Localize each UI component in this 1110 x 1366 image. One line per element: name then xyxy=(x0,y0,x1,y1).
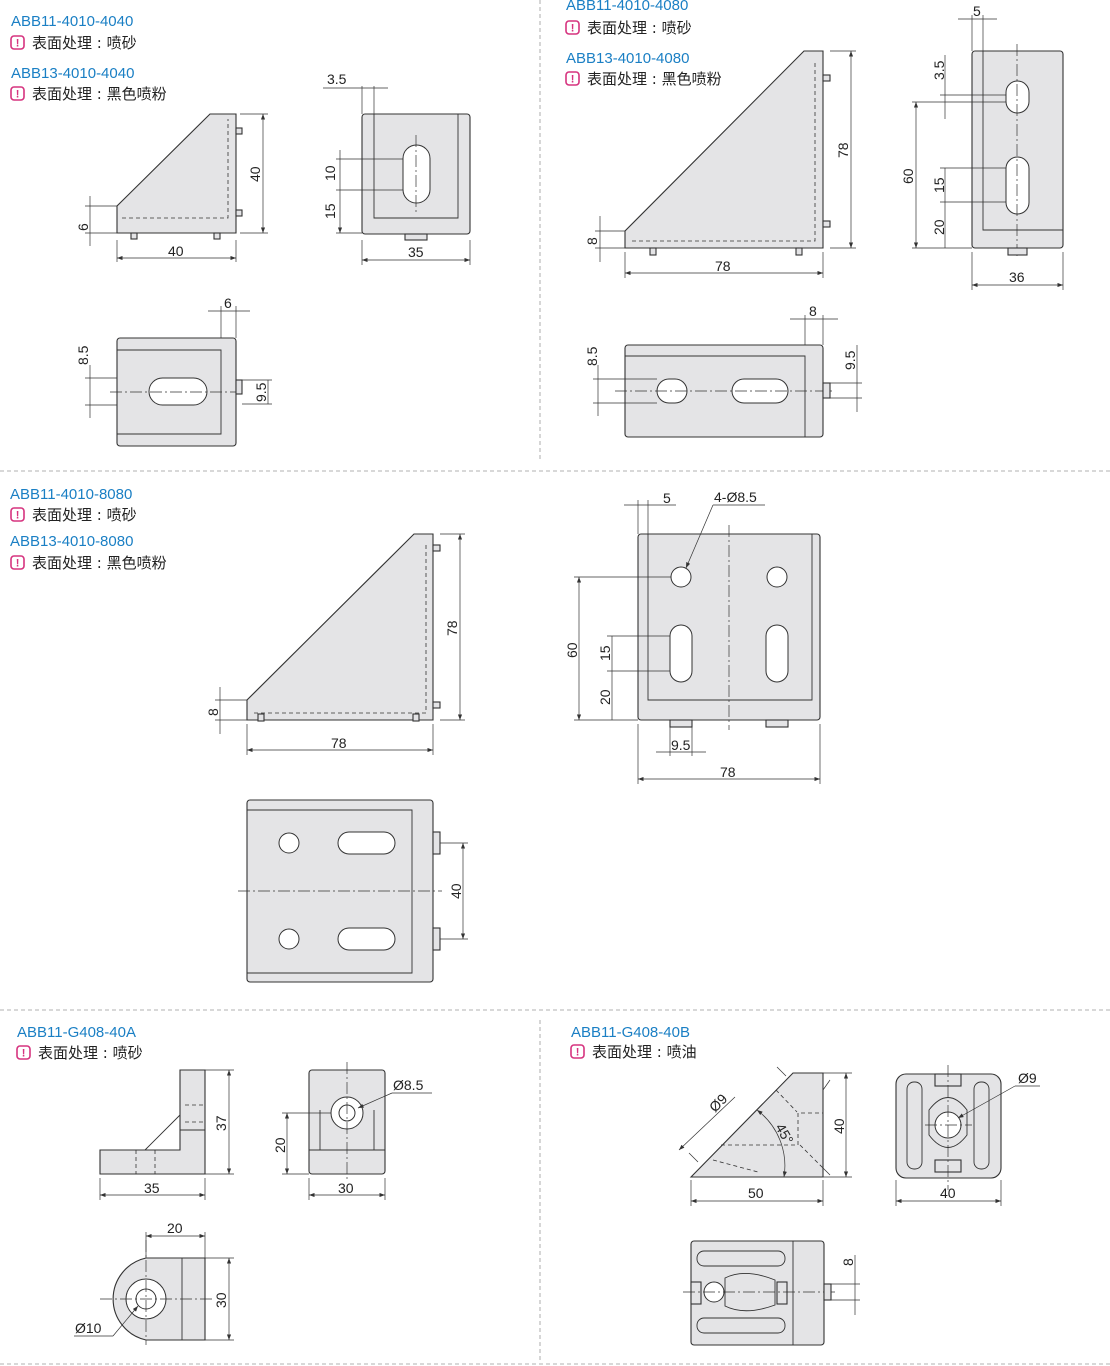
exclamation-icon xyxy=(10,555,25,571)
dim-label: Ø10 xyxy=(75,1320,102,1336)
dim-label: 20 xyxy=(597,689,613,705)
surface-finish: 表面处理 : 喷砂 xyxy=(38,1044,143,1062)
dim-label: 20 xyxy=(272,1137,288,1153)
dim-label: 40 xyxy=(247,166,263,182)
part-title: ABB11-4010-4040 xyxy=(11,13,133,30)
dim-label: 30 xyxy=(213,1292,229,1308)
round-hole xyxy=(670,566,692,588)
dim-label: 6 xyxy=(75,223,91,231)
slot-hole xyxy=(337,831,396,855)
panel-abb11-4010-8080: ABB11-4010-8080 表面处理 : 喷砂 ABB13-4010-808… xyxy=(10,486,821,983)
dim-label: 15 xyxy=(931,177,947,193)
dim-label: 3.5 xyxy=(931,60,947,80)
bracket-side-view xyxy=(99,1069,206,1175)
dim-label: 8.5 xyxy=(75,345,91,365)
dim-label: 40 xyxy=(448,883,464,899)
panel-abb11-4010-4040: ABB11-4010-4040 表面处理 : 喷砂 ABB13-4010-404… xyxy=(10,13,471,447)
dim-label: 35 xyxy=(408,244,424,260)
part-title: ABB13-4010-4040 xyxy=(11,65,134,82)
slot-hole xyxy=(1005,156,1030,215)
dim-label: 50 xyxy=(748,1185,764,1201)
dim-label: 8 xyxy=(584,237,600,245)
dim-label: 8.5 xyxy=(584,346,600,366)
dim-label: Ø9 xyxy=(1018,1070,1037,1086)
dim-label: 15 xyxy=(322,203,338,219)
part-title: ABB13-4010-8080 xyxy=(10,533,133,550)
bracket-side-view xyxy=(116,113,237,234)
dim-label: 60 xyxy=(900,168,916,184)
dim-label: 9.5 xyxy=(253,382,269,402)
dim-label: 78 xyxy=(835,142,851,158)
surface-finish: 表面处理 : 黑色喷粉 xyxy=(32,554,167,572)
dim-label: 3.5 xyxy=(327,71,347,87)
bracket-side-view xyxy=(246,533,434,721)
dim-label: Ø8.5 xyxy=(393,1077,424,1093)
part-title: ABB11-G408-40A xyxy=(17,1024,136,1041)
dim-label: 40 xyxy=(168,243,184,259)
dim-label: Ø9 xyxy=(706,1090,731,1115)
dim-label: 30 xyxy=(338,1180,354,1196)
slot-hole xyxy=(765,624,789,683)
dim-label: 20 xyxy=(931,219,947,235)
surface-finish: 表面处理 : 黑色喷粉 xyxy=(32,85,167,103)
dim-label: 78 xyxy=(331,735,347,751)
slot-hole xyxy=(337,927,396,951)
dim-label: 5 xyxy=(973,3,981,19)
part-title: ABB11-4010-4080 xyxy=(566,0,688,14)
dim-label: 35 xyxy=(144,1180,160,1196)
dim-label: 8 xyxy=(809,303,817,319)
dim-label: 8 xyxy=(205,708,221,716)
exclamation-icon xyxy=(10,86,25,102)
exclamation-icon xyxy=(570,1044,585,1060)
bracket-side-view xyxy=(624,50,824,249)
surface-finish: 表面处理 : 喷油 xyxy=(592,1043,697,1061)
part-title: ABB13-4010-4080 xyxy=(566,50,689,67)
dim-label: 40 xyxy=(940,1185,956,1201)
part-title: ABB11-G408-40B xyxy=(571,1024,690,1041)
exclamation-icon xyxy=(565,71,580,87)
surface-finish: 表面处理 : 喷砂 xyxy=(32,506,137,524)
dim-label: 15 xyxy=(597,645,613,661)
round-hole xyxy=(278,832,300,854)
dim-label: 9.5 xyxy=(842,350,858,370)
exclamation-icon xyxy=(10,507,25,523)
round-hole xyxy=(278,928,300,950)
bracket-side-view xyxy=(689,1072,824,1178)
dim-label: 4-Ø8.5 xyxy=(714,489,757,505)
surface-finish: 表面处理 : 喷砂 xyxy=(587,19,692,37)
surface-finish: 表面处理 : 喷砂 xyxy=(32,34,137,52)
dim-label: 78 xyxy=(720,764,736,780)
slot-hole xyxy=(669,624,693,683)
slot-hole xyxy=(1005,80,1030,114)
panel-abb11-g408-40b: ABB11-G408-40B 表面处理 : 喷油 Ø9 45° 40 50 Ø9… xyxy=(570,1024,1040,1346)
dim-label: 20 xyxy=(167,1220,183,1236)
slot-hole xyxy=(148,377,208,406)
dim-label: 60 xyxy=(564,642,580,658)
dim-label: 6 xyxy=(224,295,232,311)
dim-label: 78 xyxy=(444,620,460,636)
slot-hole xyxy=(402,144,431,204)
surface-finish: 表面处理 : 黑色喷粉 xyxy=(587,70,722,88)
exclamation-icon xyxy=(16,1045,31,1061)
exclamation-icon xyxy=(565,20,580,36)
dim-label: 10 xyxy=(322,165,338,181)
part-title: ABB11-4010-8080 xyxy=(10,486,132,503)
exclamation-icon xyxy=(10,35,25,51)
dim-label: 40 xyxy=(831,1118,847,1134)
dim-label: 8 xyxy=(840,1258,856,1266)
panel-abb11-4010-4080: ABB11-4010-4080 表面处理 : 喷砂 ABB13-4010-408… xyxy=(565,0,1064,438)
dim-label: 9.5 xyxy=(671,737,691,753)
panel-abb11-g408-40a: ABB11-G408-40A 表面处理 : 喷砂 35 37 20 Ø8.5 3… xyxy=(16,1024,432,1345)
dim-label: 36 xyxy=(1009,269,1025,285)
round-hole xyxy=(766,566,788,588)
dim-label: 78 xyxy=(715,258,731,274)
dim-label: 37 xyxy=(213,1115,229,1131)
dim-label: 5 xyxy=(663,490,671,506)
